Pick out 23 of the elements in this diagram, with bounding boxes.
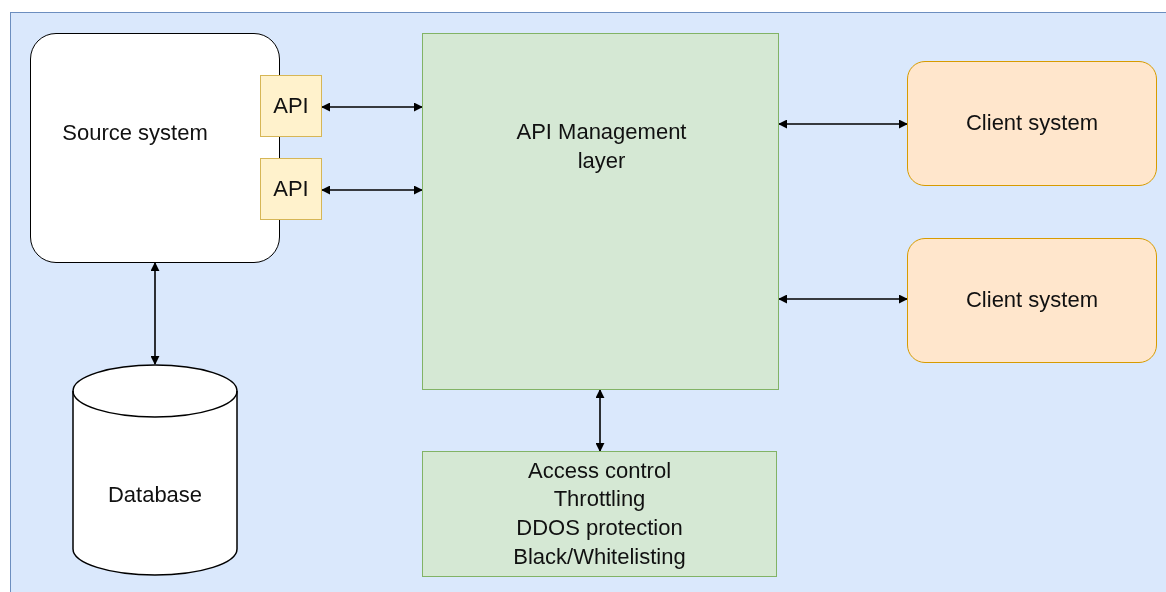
node-label: API — [273, 174, 309, 203]
double-arrow — [321, 102, 423, 112]
feature-text: Black/Whitelisting — [513, 542, 686, 571]
management-layer-box — [422, 33, 779, 390]
double-arrow — [321, 185, 423, 195]
node-label: Client system — [965, 286, 1098, 315]
api-box — [260, 158, 322, 220]
node-label: Client system — [965, 109, 1098, 138]
double-arrow — [778, 119, 908, 129]
node-label: API Management layer — [515, 117, 688, 175]
node-label: API — [273, 91, 309, 120]
double-arrow — [595, 389, 605, 452]
feature-text: Throttling — [553, 485, 646, 514]
api-box — [260, 75, 322, 137]
feature-list-box — [422, 451, 777, 577]
node-label: Source system — [62, 118, 208, 147]
node-label: Database — [107, 480, 203, 509]
client-system-box — [907, 238, 1157, 363]
feature-text: DDOS protection — [516, 514, 683, 542]
client-system-box — [907, 61, 1157, 186]
double-arrow — [150, 262, 160, 365]
feature-text: Access control — [527, 456, 672, 485]
double-arrow — [778, 294, 908, 304]
